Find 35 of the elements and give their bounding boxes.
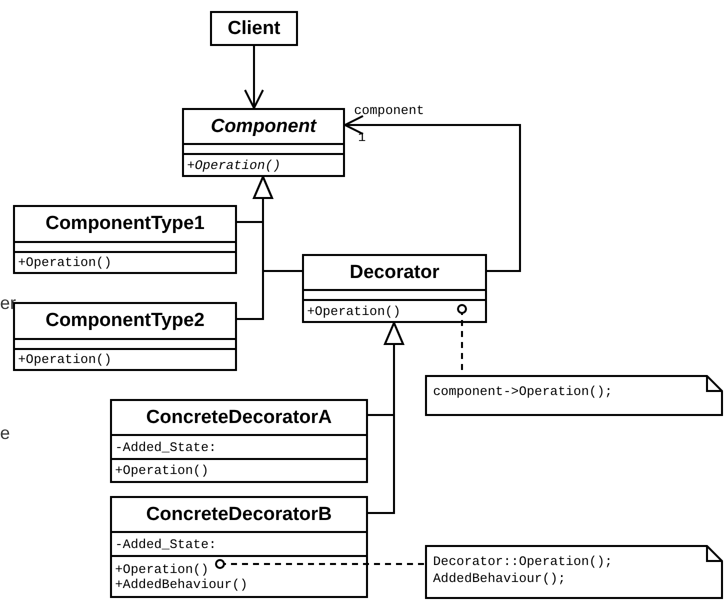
code-text: Decorator::Operation(); xyxy=(433,553,614,570)
class-box xyxy=(182,108,345,177)
class-box xyxy=(13,205,237,274)
attribute-text: -Added_State: xyxy=(115,440,218,454)
operation-text: +Operation() xyxy=(187,158,282,172)
class-box xyxy=(302,254,487,323)
class-name: Component xyxy=(210,116,316,138)
association-arrow xyxy=(344,115,521,272)
operation-text: +Operation() xyxy=(307,304,402,318)
operation-text: +Operation() xyxy=(115,562,210,576)
class-name: Client xyxy=(228,18,280,40)
class-name: ConcreteDecoratorB xyxy=(146,504,332,526)
code-text: component->Operation(); xyxy=(433,383,614,400)
association-arrow xyxy=(244,46,264,109)
note-connector xyxy=(215,559,425,569)
operation-text: +Operation() xyxy=(115,463,210,478)
class-box xyxy=(110,496,368,598)
class-box xyxy=(110,399,368,483)
class-name: Decorator xyxy=(350,262,440,284)
inheritance-arrow xyxy=(253,176,302,272)
class-box xyxy=(210,11,298,46)
class-name: ComponentType2 xyxy=(45,310,205,332)
operation-text: +Operation() xyxy=(18,255,113,270)
text-fragment: e xyxy=(0,423,10,444)
attribute-text: -Added_State: xyxy=(115,536,218,552)
class-name: ComponentType1 xyxy=(45,213,205,235)
operation-text: +Operation() xyxy=(18,352,113,367)
note-box xyxy=(425,545,723,599)
code-text: AddedBehaviour(); xyxy=(433,570,567,587)
note-box xyxy=(425,375,723,416)
text-fragment: er xyxy=(0,293,16,314)
inheritance-arrow xyxy=(368,322,404,514)
operation-text: +AddedBehaviour() xyxy=(115,576,249,592)
edge-label: component xyxy=(354,104,424,118)
class-name: ConcreteDecoratorA xyxy=(146,406,332,428)
